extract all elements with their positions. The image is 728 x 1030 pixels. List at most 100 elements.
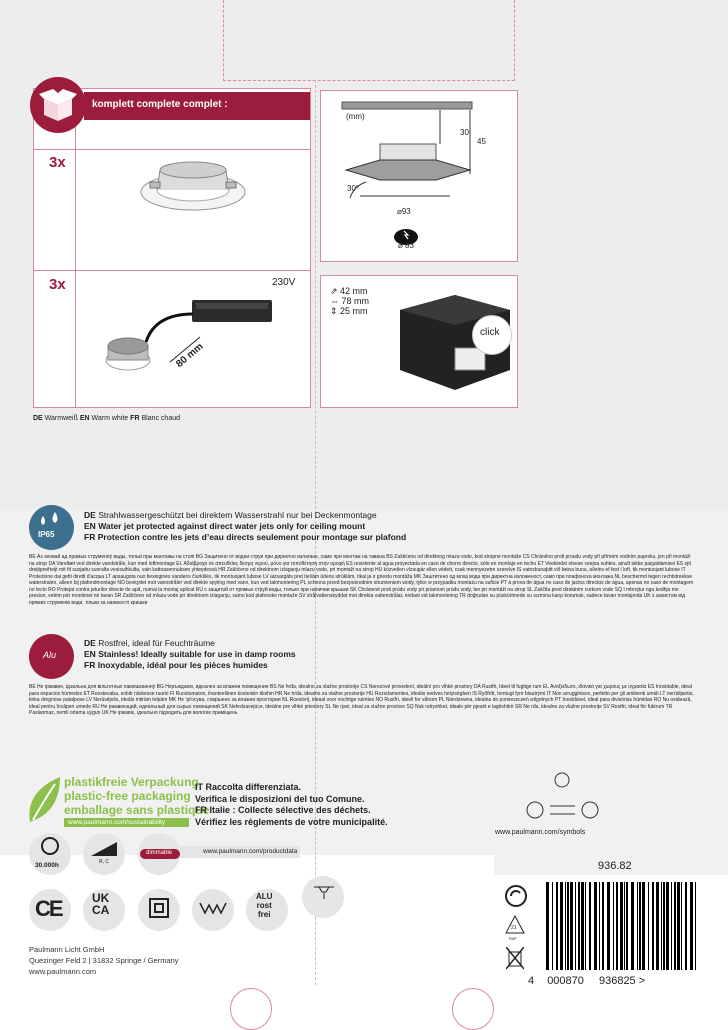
clock-icon — [41, 837, 59, 855]
barcode — [540, 882, 705, 975]
recycle-it: Raccolta differenziata. — [205, 782, 302, 792]
color-rendering-label: R, C — [99, 859, 109, 865]
barcode-bar — [695, 882, 696, 970]
protection-class-icon — [138, 889, 180, 931]
barcode-bar — [552, 882, 553, 970]
barcode-bar — [599, 882, 600, 970]
barcode-bar — [546, 882, 549, 970]
lang-code-en: EN — [79, 415, 90, 422]
pap-label: PAP — [509, 936, 517, 941]
symbols-url: www.paulmann.com/symbols — [495, 829, 586, 836]
barcode-bar — [671, 882, 672, 970]
barcode-bar — [567, 882, 569, 970]
barcode-bar — [661, 882, 662, 970]
alu-rostfrei-label: ALU rost frei — [256, 892, 272, 919]
barcode-tail: > — [638, 975, 646, 987]
barcode-digits: 4 000870 936825 > — [528, 975, 645, 987]
barcode-bar — [631, 882, 634, 970]
barcode-bar — [556, 882, 558, 970]
barcode-bar — [677, 882, 680, 970]
double-square-icon — [149, 898, 169, 918]
downlight-illustration — [140, 161, 246, 211]
barcode-bar — [581, 882, 584, 970]
arrow-horizontal-icon: ⇔ — [330, 296, 342, 306]
dimmable-badge — [140, 849, 180, 859]
barcode-group1: 000870 — [547, 975, 584, 987]
barcode-bar — [560, 882, 563, 970]
contents-header-bar — [84, 92, 310, 120]
barcode-bar — [578, 882, 580, 970]
lifetime-label: 30.000h — [35, 862, 59, 869]
horizontal-divider — [34, 149, 310, 150]
productdata-url: www.paulmann.com/productdata — [203, 848, 298, 855]
lang-code-fr: FR — [130, 415, 140, 422]
barcode-bar — [690, 882, 693, 970]
dimension-angle: 30° — [347, 184, 360, 193]
color-temp-en: Warm white — [91, 415, 129, 422]
safety-class-icon — [526, 772, 599, 819]
wheelie-bin-icon — [506, 947, 524, 970]
lang-code-it: IT — [195, 782, 203, 792]
barcode-bar — [656, 882, 659, 970]
recycling-arrows-icon — [505, 885, 527, 907]
arrow-diagonal-icon: ⇗ — [330, 286, 341, 296]
barcode-bar — [620, 882, 623, 970]
quantity-label: 3x — [49, 276, 66, 293]
package-box-icon — [30, 77, 86, 133]
barcode-bar — [685, 882, 687, 970]
mm-mark-icon — [192, 889, 234, 931]
barcode-bar — [648, 882, 649, 970]
ce-mark-icon — [29, 889, 71, 931]
color-temp-de: Warmweiß — [44, 415, 78, 422]
driver-length-42: 42 mm — [340, 286, 368, 296]
ip65-badge-icon — [29, 505, 74, 550]
barcode-bar — [616, 882, 618, 970]
color-temp-line: DE Warmweiß EN Warm white FR Blanc chaud — [33, 415, 180, 422]
lang-code-en: EN — [84, 649, 96, 659]
dimension-height-30: 30 — [460, 128, 469, 137]
dimension-height-45: 45 — [477, 137, 486, 146]
alu-text-block: DE Rostfrei, ideal für Feuchträume EN St… — [84, 638, 296, 671]
productdata-bar — [180, 846, 300, 858]
horizontal-divider — [34, 270, 310, 271]
vertical-divider — [75, 125, 76, 407]
plastic-free-line3: emballage sans plastique — [64, 803, 210, 817]
ip-text-de: Strahlwassergeschützt bei direktem Wasse… — [98, 510, 377, 520]
lang-code-de: DE — [84, 510, 96, 520]
alu-multilang-text: BE Не іржавее, ідэальна для вільготных п… — [29, 684, 694, 716]
article-number-box — [494, 855, 728, 875]
quantity-label: 3x — [49, 154, 66, 171]
barcode-bar — [637, 882, 638, 970]
barcode-bar — [575, 882, 576, 970]
lang-code-en: EN — [84, 521, 96, 531]
ukca-line2: CA — [92, 903, 110, 917]
barcode-bar — [663, 882, 665, 970]
lang-code-de: DE — [33, 415, 43, 422]
alu-badge-label: Alu — [43, 650, 57, 660]
barcode-bar — [639, 882, 641, 970]
recycle-it-2: Verifica le disposizioni del tuo Comune. — [195, 793, 365, 804]
ip65-label: IP65 — [38, 530, 55, 539]
recycle-fr-2: Vérifiez les règlements de votre municip… — [195, 816, 388, 827]
led-driver-illustration — [105, 300, 272, 371]
alu-rostfrei-line3: frei — [258, 910, 271, 919]
dimmable-label: dimmable — [146, 850, 173, 856]
driver-dimensions: ⇗ 42 mm ⇔ 78 mm ⇕ 25 mm — [330, 286, 369, 316]
barcode-bar — [565, 882, 566, 970]
lang-code-fr: FR — [84, 660, 96, 670]
barcode-bar — [642, 882, 645, 970]
lang-code-fr: FR — [195, 805, 207, 815]
recycle-fr: Italie : Collecte sélective des déchets. — [209, 805, 371, 815]
barcode-bar — [589, 882, 591, 970]
company-web: www.paulmann.com — [29, 967, 97, 976]
article-number: 936.82 — [598, 860, 632, 872]
barcode-bar — [607, 882, 610, 970]
ip-text-en: Water jet protected against direct water… — [98, 521, 366, 531]
mm-icon — [199, 902, 227, 915]
recycle-text-block: IT Raccolta differenziata. Verifica le d… — [195, 782, 388, 828]
alu-text-fr: Inoxydable, idéal pour les pièces humide… — [97, 660, 268, 670]
click-label: click — [480, 327, 500, 338]
pp-number: 21 — [511, 925, 517, 931]
barcode-bar — [626, 882, 628, 970]
alu-text-de: Rostfrei, ideal für Feuchträume — [98, 638, 215, 648]
